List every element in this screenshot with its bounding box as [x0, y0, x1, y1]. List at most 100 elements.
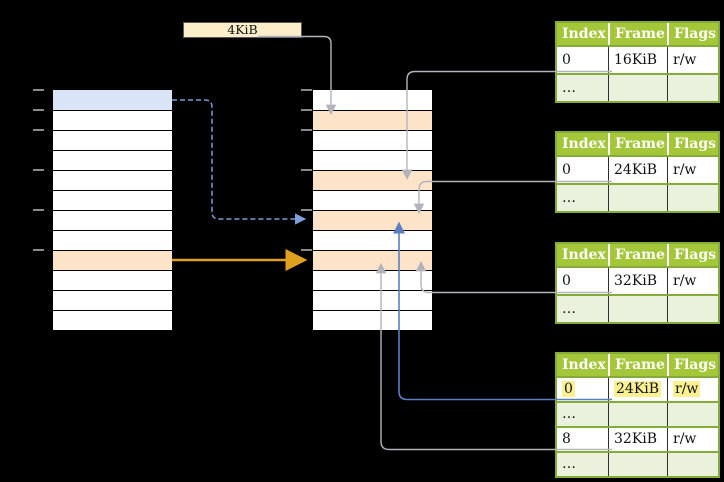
table-cell: … [557, 403, 608, 426]
cell-text: 24KiB [614, 381, 662, 397]
memory-cell [313, 190, 432, 210]
address-tick [33, 209, 44, 211]
cell-text: … [562, 301, 576, 317]
cell-text: 0 [562, 273, 571, 289]
address-tick [301, 249, 312, 251]
cell-text: 0 [562, 162, 571, 178]
page-size-label: 4KiB [227, 22, 258, 37]
address-tick [301, 169, 312, 171]
cell-text: r/w [673, 273, 697, 289]
memory-cell [53, 310, 172, 330]
memory-cell [53, 270, 172, 290]
memory-cell [53, 250, 172, 270]
cell-text: r/w [673, 381, 701, 397]
cell-text: 32KiB [614, 431, 658, 447]
memory-cell [313, 90, 432, 110]
memory-cell [53, 110, 172, 130]
table-cell: r/w [667, 157, 718, 183]
memory-cell [313, 110, 432, 130]
cell-text: 24KiB [614, 162, 658, 178]
cell-text: … [562, 80, 576, 96]
address-tick [301, 209, 312, 211]
table-cell: … [557, 453, 608, 476]
cell-text: 16KiB [614, 52, 658, 68]
memory-cell [53, 150, 172, 170]
cell-text: r/w [673, 52, 697, 68]
cell-text: 0 [562, 381, 575, 397]
memory-cell [313, 290, 432, 310]
table-row: … [557, 294, 718, 322]
address-tick [33, 129, 44, 131]
arrow-dashed-blue [172, 99, 307, 225]
table-row: 0 24KiB r/w [557, 376, 718, 401]
table-cell [608, 185, 667, 211]
column-header: Flags [667, 23, 718, 45]
column-header: Index [562, 26, 606, 42]
column-header: Index [562, 357, 606, 373]
middle-column-ticks [301, 89, 313, 331]
table-cell: 0 [557, 47, 608, 73]
table-cell [667, 403, 718, 426]
middle-memory-column [313, 90, 432, 330]
table-cell: 16KiB [608, 47, 667, 73]
table-row: … [557, 73, 718, 101]
table-cell: 24KiB [608, 378, 667, 401]
left-memory-column [53, 90, 172, 330]
memory-cell [53, 290, 172, 310]
table-cell: 32KiB [608, 268, 667, 294]
table-cell [608, 296, 667, 322]
cell-text: 32KiB [614, 273, 658, 289]
column-header: Index [562, 136, 606, 152]
cell-text: 0 [562, 52, 571, 68]
memory-cell [313, 230, 432, 250]
address-tick [33, 89, 44, 91]
table-cell [608, 403, 667, 426]
table-row: 0 32KiB r/w [557, 266, 718, 294]
table-cell: 0 [557, 157, 608, 183]
table-cell [667, 75, 718, 101]
cell-text: … [562, 190, 576, 206]
column-header: Frame [608, 354, 667, 376]
table-cell [608, 75, 667, 101]
memory-cell [53, 90, 172, 110]
memory-cell [53, 130, 172, 150]
address-tick [301, 109, 312, 111]
table-cell: 0 [557, 378, 608, 401]
column-header: Flags [667, 354, 718, 376]
page-size-box: 4KiB [183, 22, 302, 38]
table-cell: r/w [667, 47, 718, 73]
cell-text: r/w [673, 162, 697, 178]
address-tick [33, 169, 44, 171]
memory-cell [313, 150, 432, 170]
address-tick [301, 89, 312, 91]
cell-text: 8 [562, 431, 571, 447]
memory-cell [53, 170, 172, 190]
table-cell [667, 185, 718, 211]
table-cell: r/w [667, 378, 718, 401]
column-header: Flags [667, 133, 718, 155]
table-row: 0 16KiB r/w [557, 45, 718, 73]
table-cell: r/w [667, 268, 718, 294]
table-cell: r/w [667, 428, 718, 451]
memory-cell [313, 130, 432, 150]
address-tick [33, 109, 44, 111]
memory-cell [313, 250, 432, 270]
memory-cell [53, 210, 172, 230]
memory-cell [313, 270, 432, 290]
table-row: … [557, 451, 718, 476]
memory-cell [313, 210, 432, 230]
table-cell: … [557, 185, 608, 211]
memory-cell [53, 230, 172, 250]
table-row: … [557, 401, 718, 426]
column-header: Flags [667, 244, 718, 266]
table-cell: 24KiB [608, 157, 667, 183]
memory-cell [53, 190, 172, 210]
